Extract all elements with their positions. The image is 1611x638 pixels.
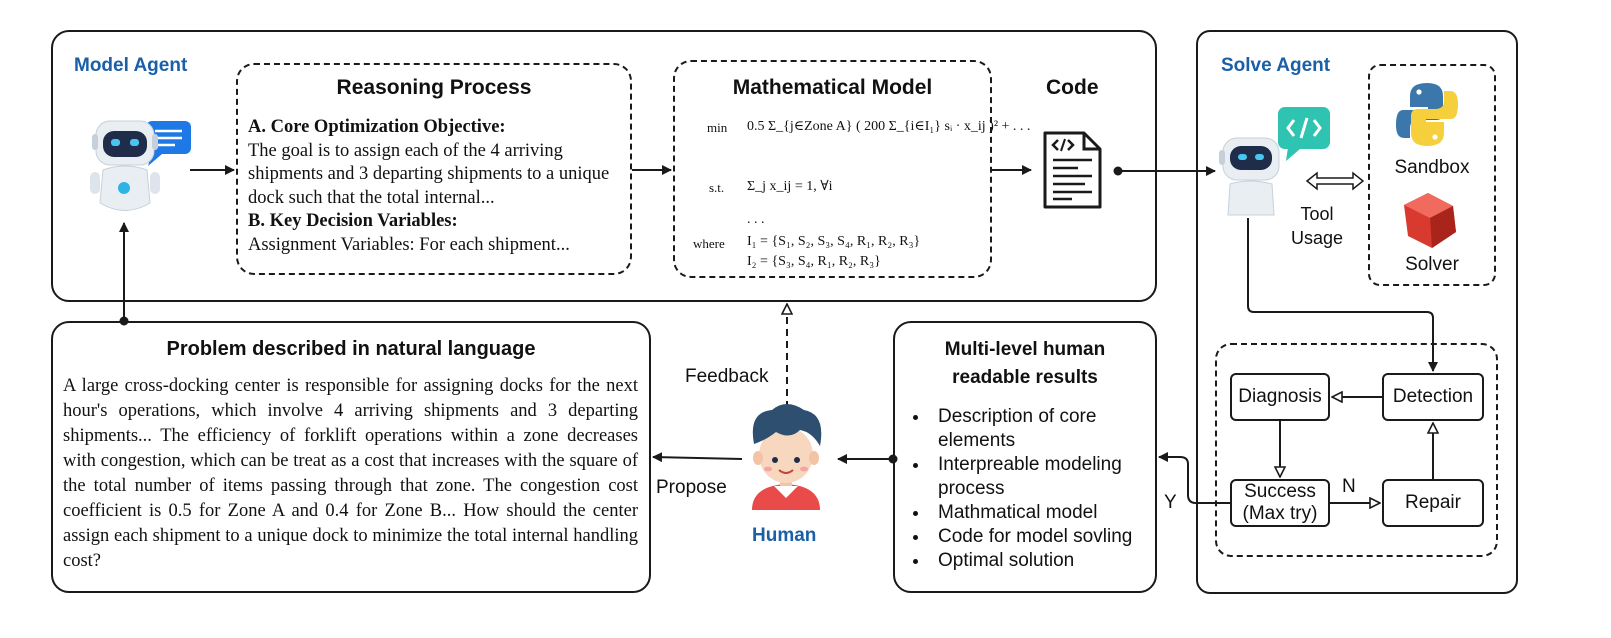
set-i2-formula: I₂ = {S₃, S₄, R₁, R₂, R₃} — [747, 254, 881, 269]
math-ellipsis: . . . — [747, 212, 765, 227]
code-title: Code — [1046, 76, 1099, 99]
solver-label: Solver — [1405, 254, 1459, 275]
list-item: Interpreable modeling process — [930, 453, 1155, 501]
results-list: Description of core elements Interpreabl… — [908, 405, 1155, 573]
st-label: s.t. — [709, 180, 725, 195]
variables-text: Assignment Variables: For each shipment.… — [248, 234, 570, 255]
set-i1-formula: I₁ = {S₁, S₂, S₃, S₄, R₁, R₂, R₃} — [747, 234, 921, 249]
math-formulas: min 0.5 Σ_{j∈Zone A} ( 200 Σ_{i∈I₁} sᵢ ·… — [673, 60, 1030, 278]
list-item: Description of core elements — [930, 405, 1155, 453]
results-title: Multi-level human readable results — [893, 336, 1157, 392]
reasoning-process-box — [236, 63, 632, 275]
results-title-line2: readable results — [952, 367, 1098, 388]
objective-text: The goal is to assign each of the 4 arri… — [248, 140, 610, 208]
objective-formula: 0.5 Σ_{j∈Zone A} ( 200 Σ_{i∈I₁} sᵢ · x_i… — [747, 119, 1031, 134]
problem-text: A large cross-docking center is responsi… — [63, 376, 638, 571]
model-agent-title: Model Agent — [74, 55, 188, 76]
min-label: min — [707, 120, 728, 135]
reasoning-content: A. Core Optimization Objective: The goal… — [248, 116, 620, 257]
feedback-label: Feedback — [685, 366, 769, 387]
arrow-propose — [652, 452, 743, 463]
reasoning-process-title: Reasoning Process — [336, 76, 532, 99]
results-title-line1: Multi-level human — [944, 339, 1106, 360]
y-label: Y — [1164, 492, 1177, 513]
problem-box — [51, 321, 651, 593]
human-avatar-icon — [752, 404, 822, 510]
list-item: Code for model sovling — [930, 525, 1155, 549]
human-label: Human — [752, 525, 817, 546]
n-label: N — [1342, 476, 1356, 497]
solve-agent-title: Solve Agent — [1221, 55, 1331, 76]
where-label: where — [693, 236, 725, 251]
sandbox-label: Sandbox — [1394, 157, 1470, 178]
objective-heading: A. Core Optimization Objective: — [248, 117, 506, 137]
repair-node: Repair — [1382, 479, 1484, 527]
constraint-formula: Σ_j x_ij = 1, ∀i — [747, 179, 833, 194]
diagnosis-node: Diagnosis — [1230, 373, 1330, 421]
mathematical-model-box — [673, 60, 992, 278]
detection-node: Detection — [1382, 373, 1484, 421]
variables-heading: B. Key Decision Variables: — [248, 211, 458, 231]
success-line2: (Max try) — [1242, 503, 1318, 524]
propose-label: Propose — [656, 477, 727, 498]
success-line1: Success — [1244, 481, 1316, 502]
list-item: Optimal solution — [930, 549, 1155, 573]
results-box — [893, 321, 1157, 593]
list-item: Mathmatical model — [930, 501, 1155, 525]
mathematical-model-title: Mathematical Model — [732, 76, 933, 99]
success-node: Success (Max try) — [1230, 479, 1330, 527]
problem-title: Problem described in natural language — [166, 338, 536, 360]
tool-usage-label: Tool Usage — [1290, 204, 1344, 248]
